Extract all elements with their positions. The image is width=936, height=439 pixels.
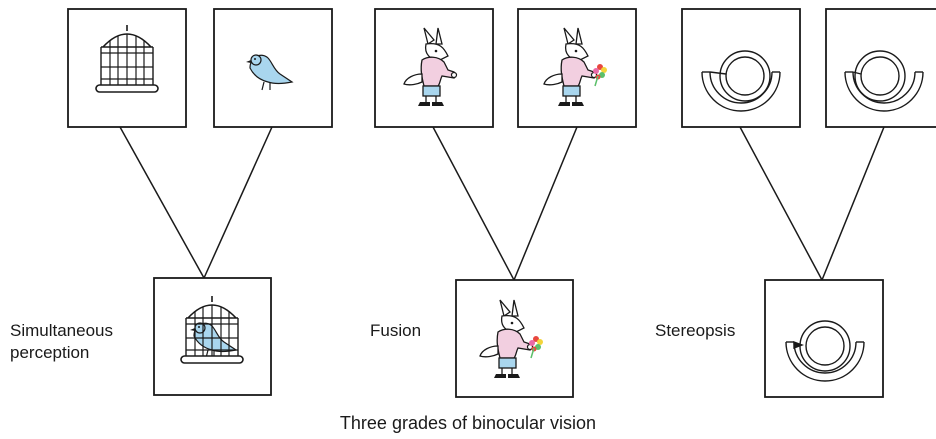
simultaneous-label-line2: perception [10,343,90,362]
panel-stereopsis-result [764,279,884,398]
panel-simultaneous-left [67,8,187,128]
panel-stereopsis-left [681,8,801,128]
panel-simultaneous-result [153,277,272,396]
panel-fusion-right [517,8,637,128]
stereopsis-label: Stereopsis [655,321,736,340]
fusion-label: Fusion [370,321,422,340]
simultaneous-perception-label: Simultaneous perception [10,320,113,364]
rings-left-icon [701,50,781,112]
connector-lines [119,126,885,281]
rings-depth-icon [785,320,865,382]
diagram-caption: Three grades of binocular vision [339,413,597,433]
panel-stereopsis-right [825,8,936,128]
panel-fusion-result [455,279,574,398]
panel-fusion-left [374,8,494,128]
rings-right-icon [844,50,924,112]
simultaneous-label-line1: Simultaneous [10,321,114,340]
panel-simultaneous-right [213,8,333,128]
